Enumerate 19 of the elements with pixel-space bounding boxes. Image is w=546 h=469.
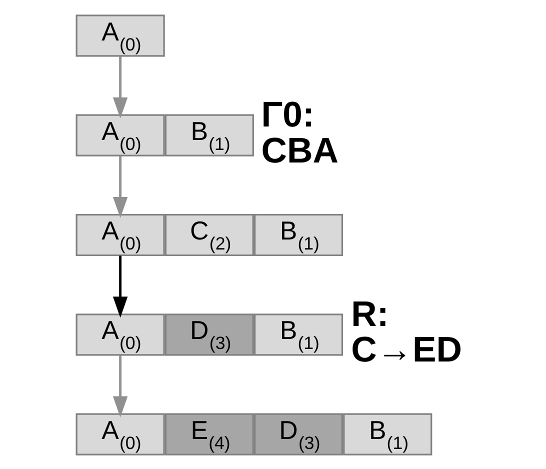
arrow [112, 255, 128, 318]
label: Γ0: CBA [261, 94, 338, 170]
node-box: B$_{(1)}$ [254, 313, 344, 356]
node-box: B$_{(1)}$ [343, 412, 432, 455]
node-box: A$_{(0)}$ [76, 14, 165, 56]
node-box: B$_{(1)}$ [164, 114, 254, 156]
arrow [112, 56, 128, 118]
node-box: A$_{(0)}$ [76, 412, 165, 455]
node-box: A$_{(0)}$ [76, 213, 165, 256]
node-box: E$_{(4)}$ [164, 412, 254, 455]
node-box: D$_{(3)}$ [164, 313, 254, 356]
arrow [112, 156, 128, 218]
node-box: C$_{(2)}$ [164, 213, 254, 256]
node-box: D$_{(3)}$ [254, 412, 344, 455]
label: R: C→ED [351, 293, 462, 370]
node-box: A$_{(0)}$ [76, 114, 165, 156]
arrow [112, 354, 128, 417]
node-box: A$_{(0)}$ [76, 313, 165, 356]
node-box: B$_{(1)}$ [254, 213, 344, 256]
